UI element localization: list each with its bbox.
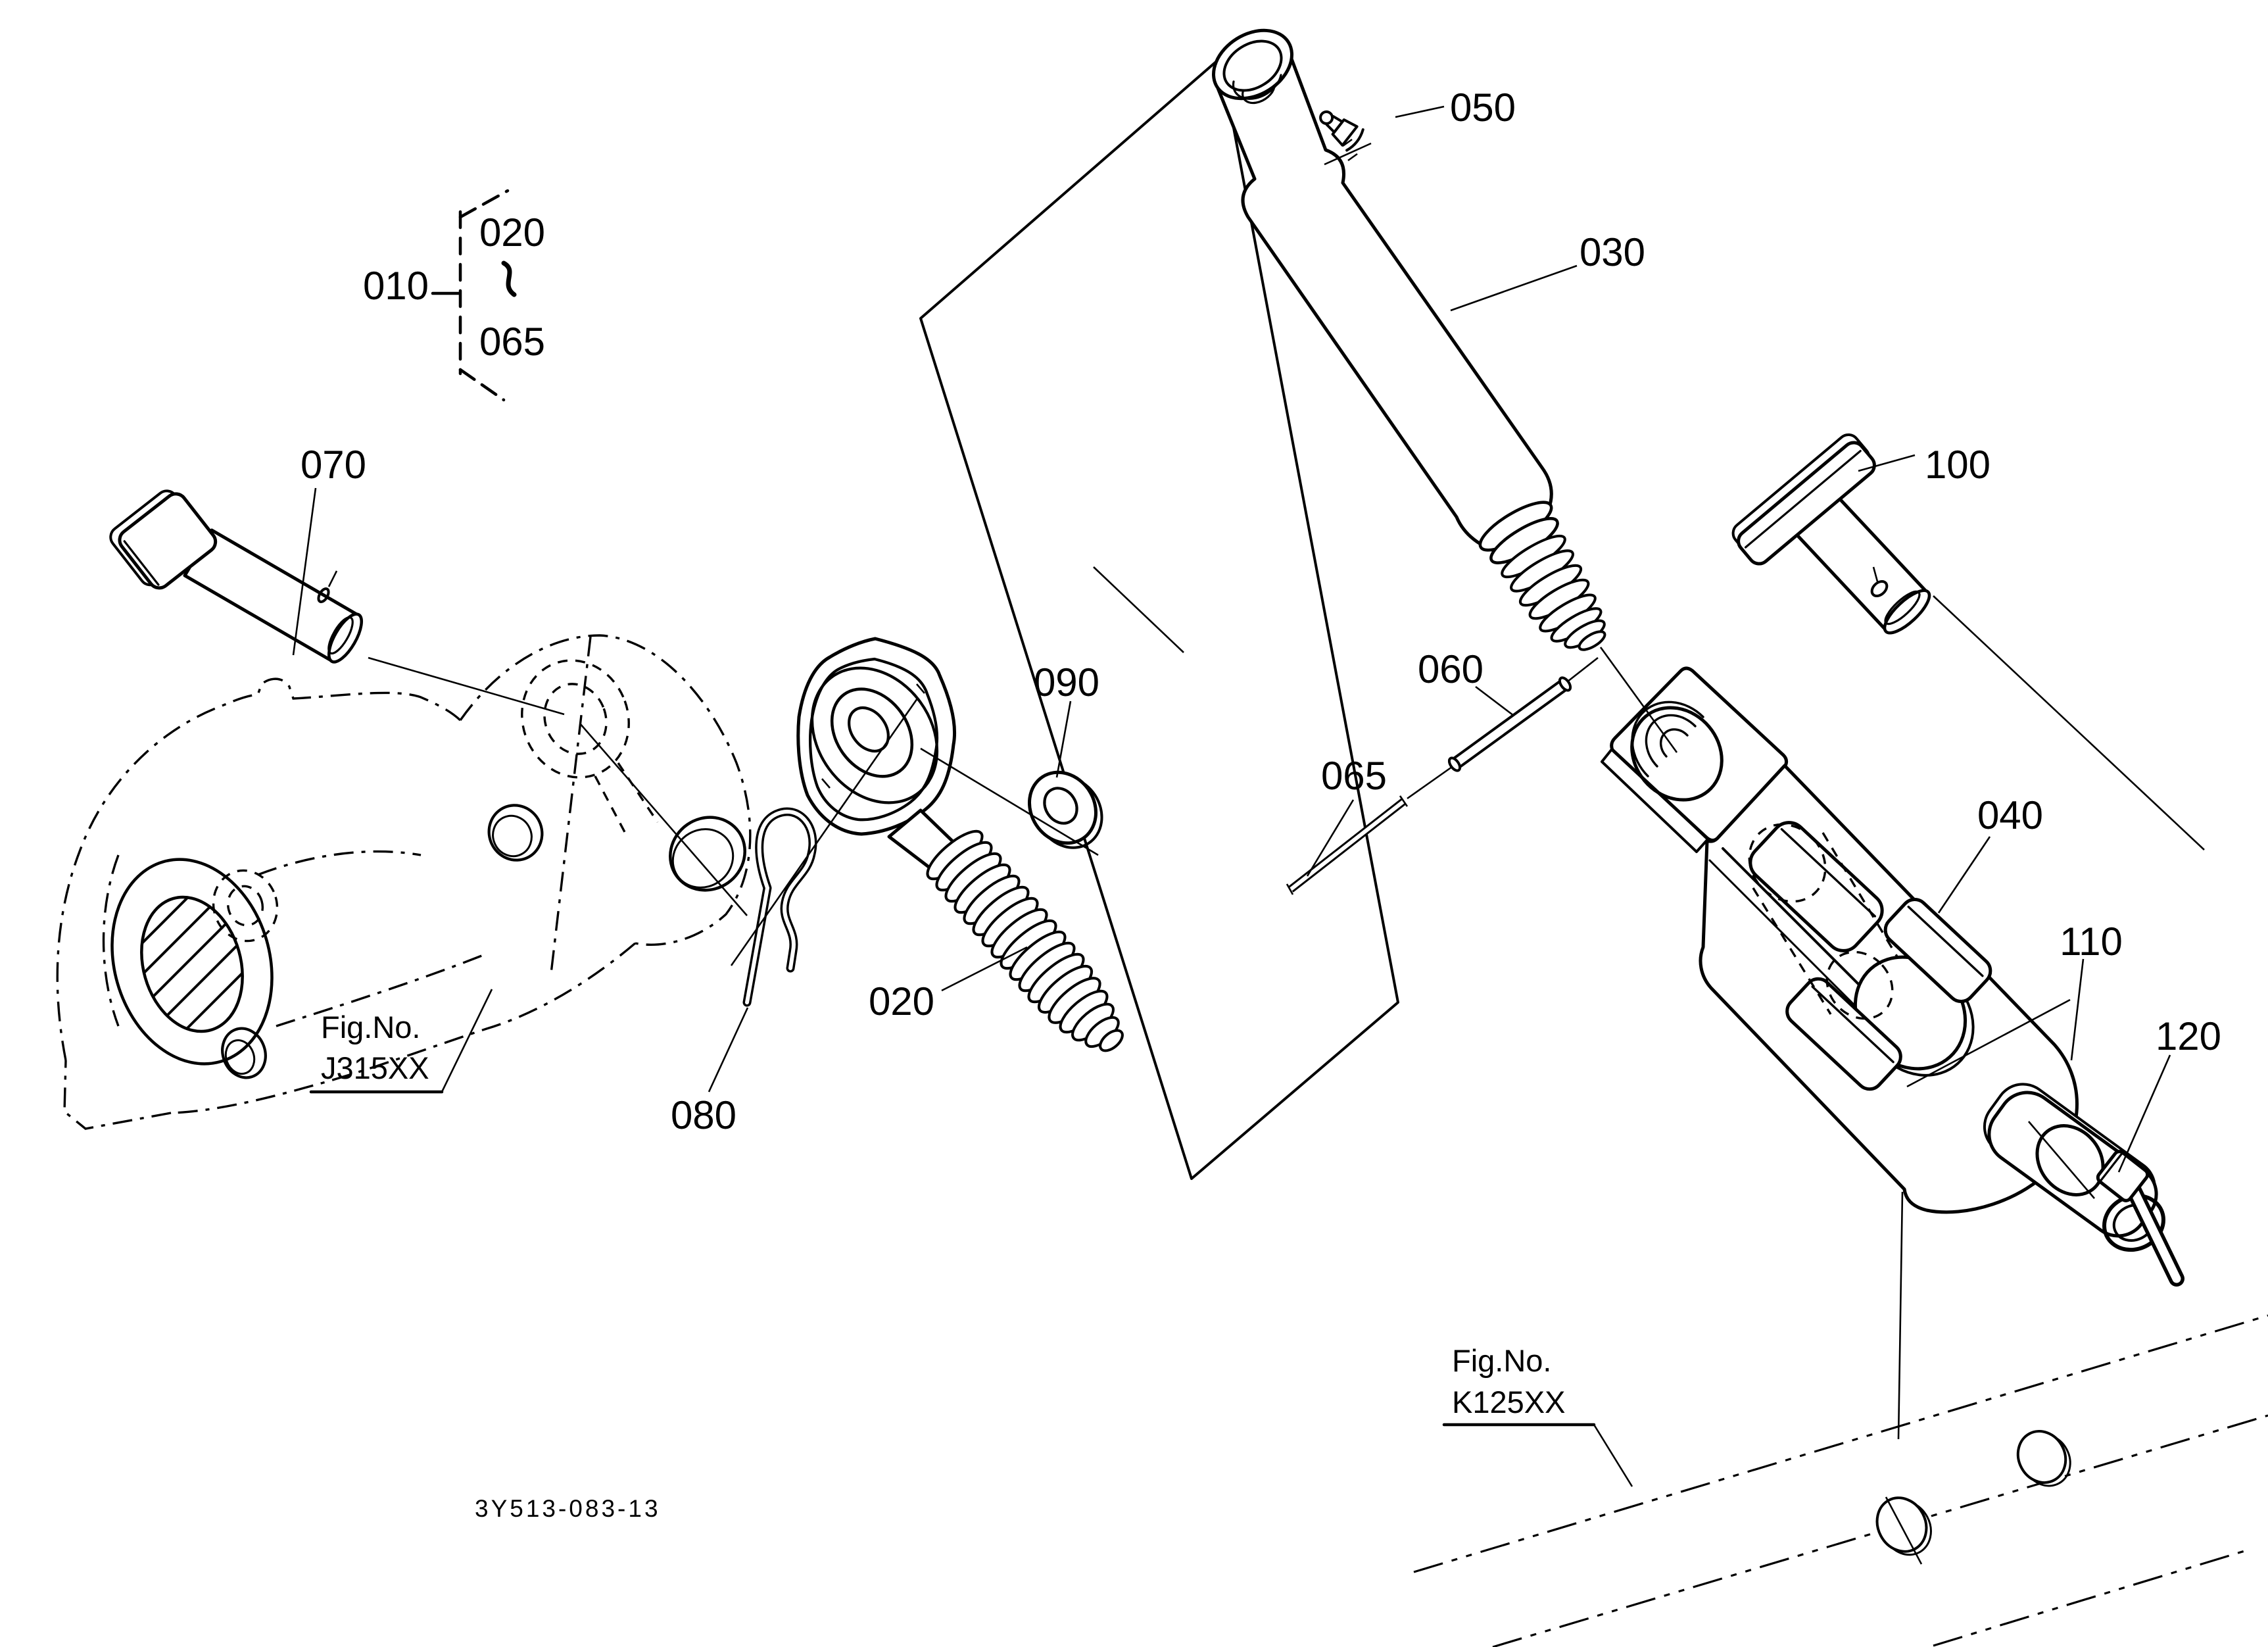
group-bracket-010 xyxy=(431,189,517,402)
arm-hidden-hole xyxy=(212,869,279,943)
callout-010: 010 xyxy=(363,264,429,308)
callout-090: 090 xyxy=(1034,660,1099,704)
callout-010-range-start: 020 xyxy=(479,210,545,255)
arm-spline-bore xyxy=(140,895,244,1033)
ball-end-housing xyxy=(796,637,957,836)
callout-070: 070 xyxy=(301,443,366,487)
pin-070-head xyxy=(109,489,218,590)
pin-block-110 xyxy=(1983,1083,2158,1238)
pin-065 xyxy=(1286,795,1409,895)
leader-lines xyxy=(292,105,2205,1487)
callout-030: 030 xyxy=(1580,230,1645,274)
figref-k125-code: K125XX xyxy=(1452,1385,1565,1419)
ball-end-rod-020 xyxy=(796,637,1124,1052)
callout-010-range-end: 065 xyxy=(479,320,545,364)
callout-020: 020 xyxy=(869,979,934,1023)
yoke-slot-right xyxy=(1883,898,1992,1003)
lynch-pin-120 xyxy=(2096,1150,2184,1287)
barrel-030 xyxy=(1212,28,1606,651)
pin-block-hole xyxy=(2035,1124,2105,1196)
lift-arm-phantom xyxy=(56,634,752,1130)
figref-k125-prefix: Fig.No. xyxy=(1452,1343,1552,1378)
grease-fitting-050 xyxy=(1319,110,1364,152)
washer-090 xyxy=(1027,770,1103,849)
callout-050: 050 xyxy=(1450,86,1516,130)
reference-panel xyxy=(919,57,1399,1180)
callout-065: 065 xyxy=(1321,754,1387,798)
clevis-pin-070 xyxy=(109,489,363,664)
clip-head xyxy=(2096,1150,2150,1202)
callout-040: 040 xyxy=(1977,793,2043,837)
pin-070-clip-hole xyxy=(317,587,330,603)
arm-end-hole-upper xyxy=(487,804,544,862)
callout-080: 080 xyxy=(671,1093,736,1137)
roll-pin-060 xyxy=(1447,676,1572,772)
figref-j315-code: J315XX xyxy=(321,1050,429,1085)
range-tilde xyxy=(501,260,517,297)
pin-100-head xyxy=(1731,433,1876,566)
callout-110: 110 xyxy=(2060,920,2123,964)
implement-bar-phantom xyxy=(1413,1314,2268,1647)
arm-hub-boss xyxy=(110,858,274,1066)
hairpin-clip-080 xyxy=(742,807,817,1007)
clevis-pin-100 xyxy=(1731,433,1931,635)
barrel-thread-rings xyxy=(1501,534,1606,651)
callout-120: 120 xyxy=(2156,1014,2221,1058)
figure-ref-j315: Fig.No. J315XX xyxy=(309,1010,444,1094)
callout-060: 060 xyxy=(1418,647,1484,691)
clevis-yoke-040 xyxy=(1601,666,2079,1214)
arm-small-hole xyxy=(221,1027,267,1079)
spline-hatching xyxy=(128,887,256,1042)
rod-thread-rings xyxy=(926,829,1124,1052)
yoke-slot-upper xyxy=(1749,821,1884,952)
drawing-number: 3Y513-083-13 xyxy=(475,1495,661,1522)
ball-socket-opening xyxy=(830,687,914,778)
bar-hole-right xyxy=(2016,1430,2067,1484)
figure-ref-k125: Fig.No. K125XX xyxy=(1442,1343,1596,1427)
arm-pin-bore-hidden xyxy=(521,659,630,779)
callout-100: 100 xyxy=(1925,443,1991,487)
figref-j315-prefix: Fig.No. xyxy=(321,1010,421,1045)
pin-100-clip-hole xyxy=(1870,579,1889,598)
yoke-slot-lower xyxy=(1785,977,1902,1091)
yoke-eye-hole xyxy=(1630,706,1724,802)
bar-hole-left xyxy=(1875,1496,1928,1553)
arm-ball-socket xyxy=(669,816,746,892)
